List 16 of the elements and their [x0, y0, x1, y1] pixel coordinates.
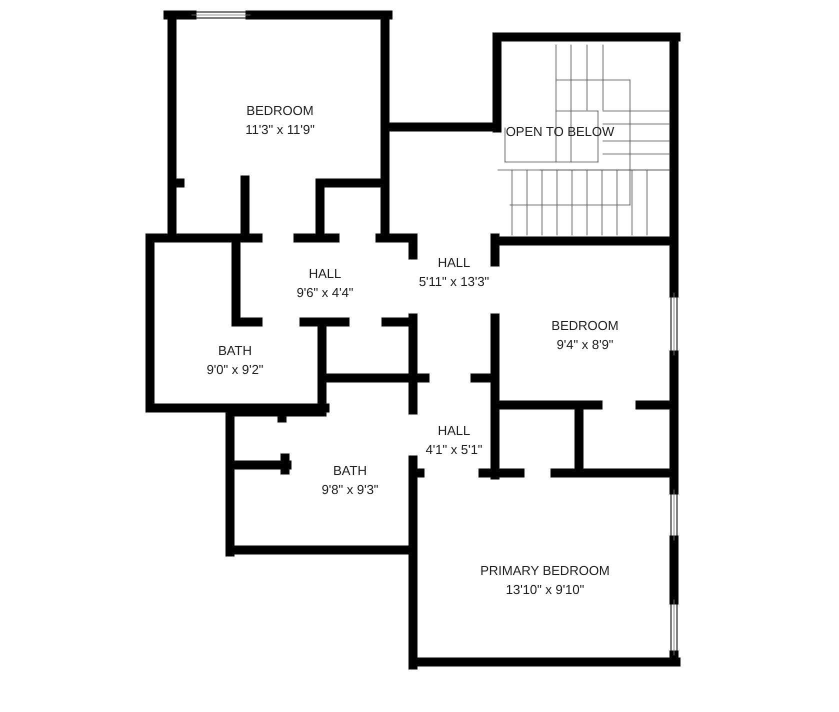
room-name: HALL [438, 422, 470, 440]
room-dimensions: 9'6" x 4'4" [296, 284, 354, 302]
room-name: HALL [308, 264, 342, 282]
room-name: PRIMARY BEDROOM [480, 562, 610, 580]
room-dimensions: 9'8" x 9'3" [322, 481, 378, 499]
room-name: BEDROOM [246, 102, 314, 120]
room-dimensions: 13'10" x 9'10" [506, 581, 584, 599]
room-dimensions: 4'1" x 5'1" [426, 441, 482, 459]
room-dimensions: 11'3" x 11'9" [245, 121, 315, 139]
room-dimensions: 9'4" x 8'9" [556, 336, 614, 354]
room-name: HALL [438, 254, 470, 272]
room-name: BEDROOM [551, 317, 619, 335]
room-dimensions: 5'11" x 13'3" [418, 273, 490, 291]
room-name: BATH [333, 462, 367, 480]
room-name: BATH [218, 342, 252, 360]
room-dimensions: 9'0" x 9'2" [206, 361, 264, 379]
